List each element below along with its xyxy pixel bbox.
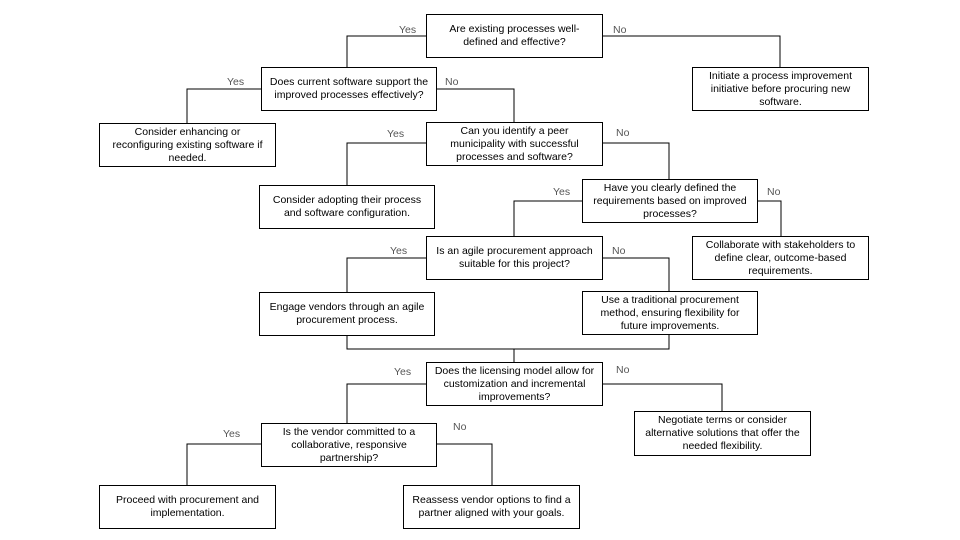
action-collaborate-stakeholders: Collaborate with stakeholders to define …: [692, 236, 869, 280]
connector-vendor-yes: [186, 443, 261, 485]
label-processes-no: No: [613, 24, 627, 36]
label-software-yes: Yes: [227, 76, 245, 88]
action-agile-procurement: Engage vendors through an agile procurem…: [259, 292, 435, 336]
connector-merge: [346, 328, 670, 350]
connector-software-no: [436, 88, 515, 122]
question-requirements-defined: Have you clearly defined the requirement…: [582, 179, 758, 223]
action-negotiate-terms: Negotiate terms or consider alternative …: [634, 411, 811, 456]
label-agile-no: No: [612, 245, 626, 257]
question-peer-municipality: Can you identify a peer municipality wit…: [426, 122, 603, 166]
label-vendor-no: No: [453, 421, 467, 433]
connector-processes-yes: [346, 35, 426, 67]
label-software-no: No: [445, 76, 459, 88]
action-enhance-software: Consider enhancing or reconfiguring exis…: [99, 123, 276, 167]
connector-requirements-no: [757, 200, 782, 236]
connector-vendor-no: [436, 443, 493, 485]
label-peer-yes: Yes: [387, 128, 405, 140]
label-peer-no: No: [616, 127, 630, 139]
connector-agile-yes: [346, 257, 426, 292]
action-traditional-procurement: Use a traditional procurement method, en…: [582, 291, 758, 335]
question-agile-suitable: Is an agile procurement approach suitabl…: [426, 236, 603, 280]
question-licensing-model: Does the licensing model allow for custo…: [426, 362, 603, 406]
connector-licensing-yes: [346, 383, 426, 424]
label-vendor-yes: Yes: [223, 428, 241, 440]
connector-software-yes: [186, 88, 261, 123]
connector-agile-no: [602, 257, 670, 291]
connector-peer-yes: [346, 142, 426, 185]
question-processes-defined: Are existing processes well-defined and …: [426, 14, 603, 58]
label-processes-yes: Yes: [399, 24, 417, 36]
question-vendor-committed: Is the vendor committed to a collaborati…: [261, 423, 437, 467]
action-process-improvement: Initiate a process improvement initiativ…: [692, 67, 869, 111]
label-requirements-no: No: [767, 186, 781, 198]
action-proceed-procurement: Proceed with procurement and implementat…: [99, 485, 276, 529]
label-licensing-no: No: [616, 364, 630, 376]
label-requirements-yes: Yes: [553, 186, 571, 198]
connector-processes-no: [602, 35, 781, 67]
label-agile-yes: Yes: [390, 245, 408, 257]
connector-peer-no: [602, 142, 670, 179]
action-reassess-vendors: Reassess vendor options to find a partne…: [403, 485, 580, 529]
action-adopt-configuration: Consider adopting their process and soft…: [259, 185, 435, 229]
question-software-support: Does current software support the improv…: [261, 67, 437, 111]
connector-requirements-yes: [513, 200, 582, 236]
connector-licensing-no: [602, 383, 723, 411]
label-licensing-yes: Yes: [394, 366, 412, 378]
